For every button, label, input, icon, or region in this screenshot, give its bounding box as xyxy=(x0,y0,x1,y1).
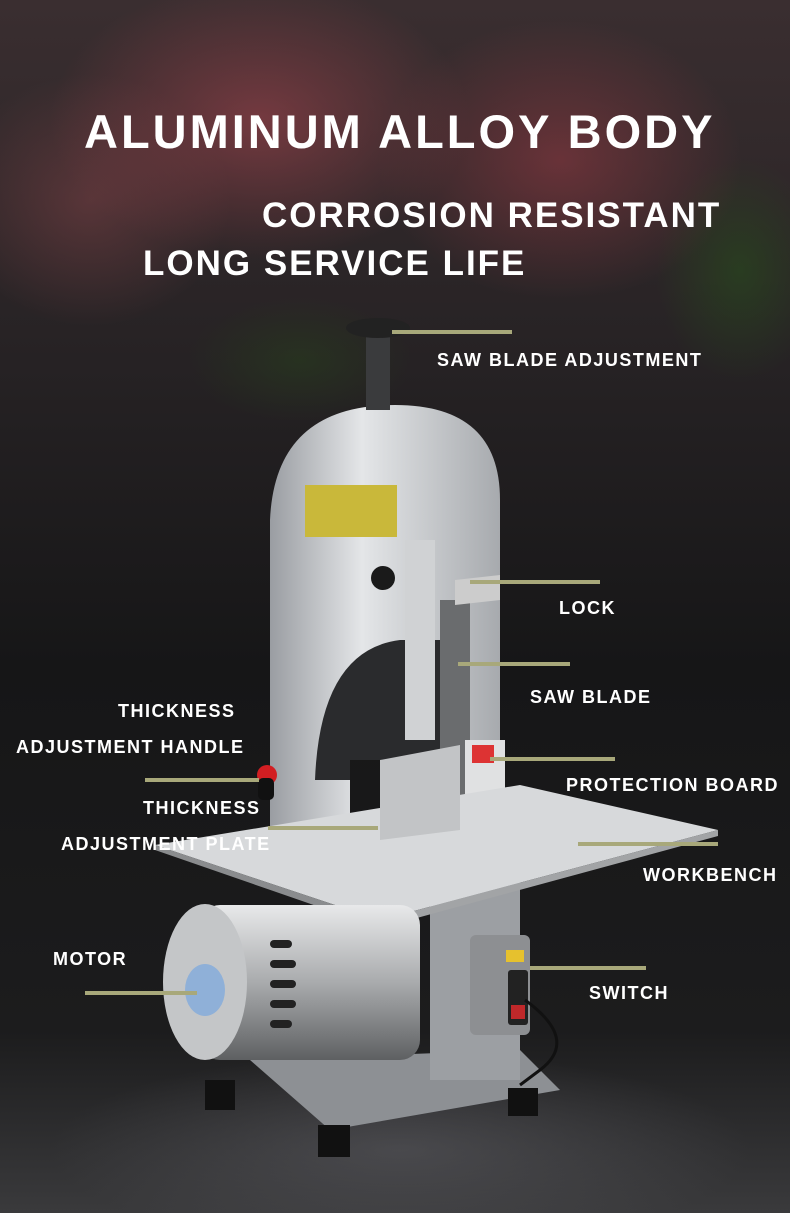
headline-title: ALUMINUM ALLOY BODY xyxy=(84,105,716,158)
leader-line-thickness-handle xyxy=(145,778,259,782)
leader-line-protection-board xyxy=(490,757,615,761)
label-saw-blade: SAW BLADE xyxy=(530,687,652,707)
leader-line-workbench xyxy=(578,842,718,846)
leader-line-lock xyxy=(470,580,600,584)
label-thickness-handle-line2: ADJUSTMENT HANDLE xyxy=(16,737,245,757)
label-thickness-plate-line2: ADJUSTMENT PLATE xyxy=(61,834,271,854)
headline-subtitle-2: LONG SERVICE LIFE xyxy=(143,244,527,283)
leader-line-switch xyxy=(530,966,646,970)
label-protection-board: PROTECTION BOARD xyxy=(566,775,779,795)
leader-line-thickness-plate xyxy=(268,826,378,830)
label-lock: LOCK xyxy=(559,598,616,618)
label-plate xyxy=(305,485,397,537)
leader-line-saw-blade xyxy=(458,662,570,666)
label-switch: SWITCH xyxy=(589,983,669,1003)
label-motor: MOTOR xyxy=(53,949,128,969)
headline-subtitle-1: CORROSION RESISTANT xyxy=(262,196,722,235)
leader-line-saw-blade-adjustment xyxy=(392,330,512,334)
motor xyxy=(163,904,420,1060)
label-workbench: WORKBENCH xyxy=(643,865,778,885)
label-thickness-plate-line1: THICKNESS xyxy=(143,798,261,818)
switch-box xyxy=(470,935,559,1087)
leader-line-motor xyxy=(85,991,197,995)
label-saw-blade-adjustment: SAW BLADE ADJUSTMENT xyxy=(437,350,703,370)
label-thickness-handle-line1: THICKNESS xyxy=(118,701,236,721)
thickness-handle xyxy=(257,765,277,800)
